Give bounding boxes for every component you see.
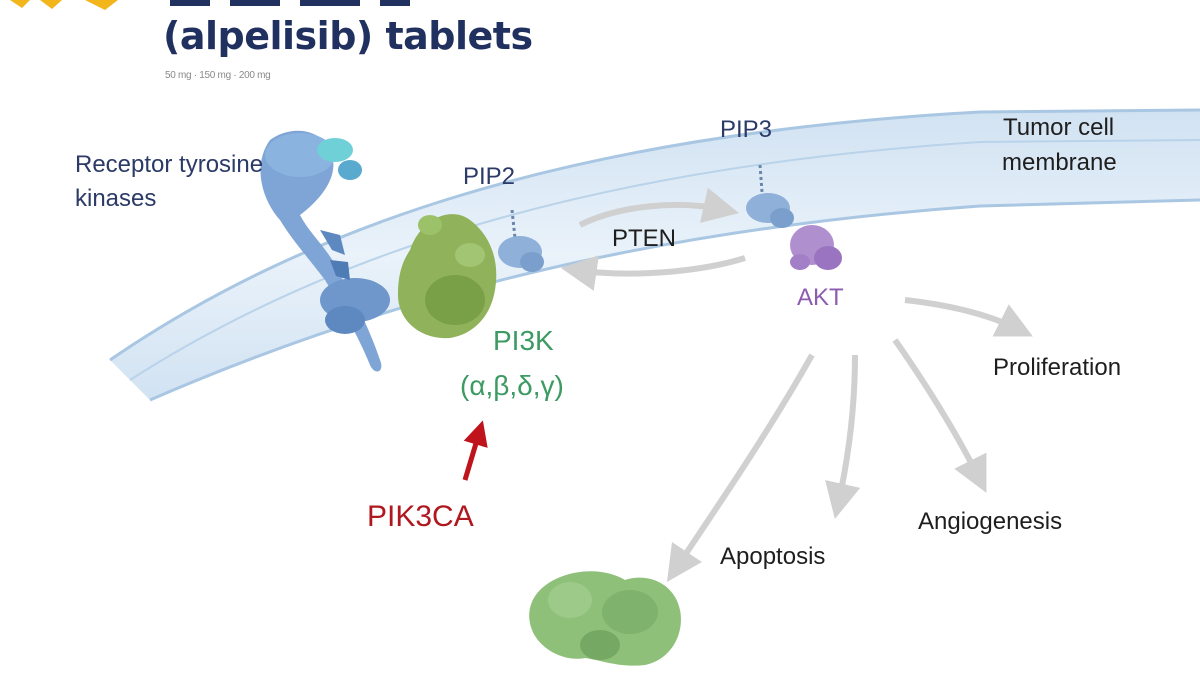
akt-protein <box>790 225 842 270</box>
pten-label: PTEN <box>612 225 677 252</box>
proliferation-label: Proliferation <box>993 354 1122 381</box>
apoptosis-protein <box>529 571 681 666</box>
pik3ca-arrow <box>462 420 488 481</box>
brand-title: (alpelisib) tablets <box>163 14 533 58</box>
angiogenesis-label: Angiogenesis <box>918 508 1063 535</box>
membrane-label-line1: Tumor cell <box>1003 114 1115 141</box>
receptor-protein <box>260 130 390 372</box>
pi3k-isoforms-label: (α,β,δ,γ) <box>460 370 564 401</box>
brand-dosages: 50 mg · 150 mg · 200 mg <box>165 70 271 81</box>
pip2-label: PIP2 <box>463 163 516 190</box>
receptor-label-line2: kinases <box>75 185 157 212</box>
pik3ca-label: PIK3CA <box>367 500 474 533</box>
pip2-molecule <box>498 209 544 272</box>
pip3-label: PIP3 <box>720 116 773 143</box>
downstream-arrows <box>667 297 1033 582</box>
pi3k-label: PI3K <box>493 325 554 356</box>
apoptosis-label: Apoptosis <box>720 543 826 570</box>
brand-logo-fragment <box>10 0 118 10</box>
cell-membrane <box>109 108 1200 402</box>
pi3k-protein <box>398 214 497 339</box>
akt-label: AKT <box>797 284 844 311</box>
pten-cycle-arrows <box>560 187 746 291</box>
brand-wordmark-fragment <box>170 0 410 6</box>
pip3-molecule <box>746 164 794 228</box>
receptor-label-line1: Receptor tyrosine <box>75 151 264 178</box>
membrane-label-line2: membrane <box>1002 149 1117 176</box>
